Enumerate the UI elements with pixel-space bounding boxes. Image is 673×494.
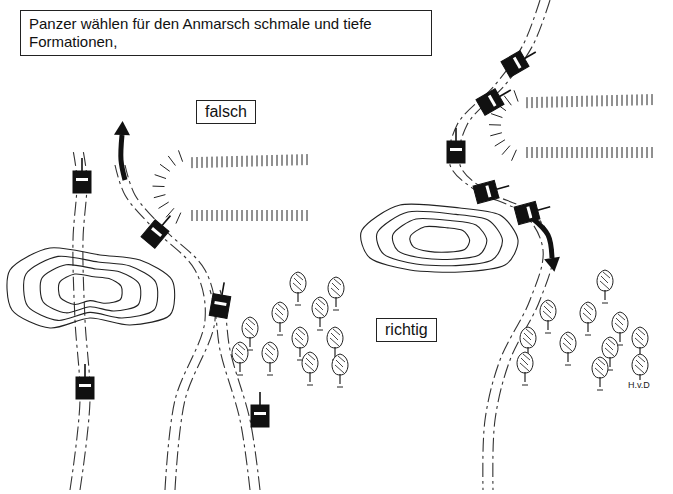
lake: [410, 226, 470, 252]
tank-symbol: [447, 128, 465, 163]
tank-symbol: [501, 44, 540, 77]
tank-symbol: [251, 392, 269, 427]
tank-symbol: [76, 364, 94, 399]
road: [210, 290, 250, 490]
movement-arrow: [532, 218, 560, 272]
hill-ridge: [153, 150, 307, 223]
lake: [58, 274, 122, 305]
tree-symbol: [262, 342, 278, 375]
tank-symbol: [476, 82, 515, 115]
lake: [40, 265, 141, 313]
tree-symbol: [592, 357, 608, 390]
lake: [7, 248, 175, 328]
tree-symbol: [232, 342, 248, 375]
road: [115, 165, 205, 490]
lake: [361, 204, 518, 272]
road: [125, 165, 215, 490]
tank-symbol: [209, 281, 233, 319]
movement-arrow: [114, 121, 130, 180]
lake: [392, 218, 486, 259]
tank-symbol: [473, 177, 511, 203]
tank-symbol: [73, 158, 91, 193]
lake: [377, 211, 503, 266]
tree-symbol: [597, 270, 613, 303]
label-box: falsch: [196, 100, 256, 124]
hill-ridge: [489, 90, 652, 160]
tree-symbol: [560, 332, 576, 365]
tree-symbol: [540, 300, 556, 333]
label-box: richtig: [376, 318, 437, 342]
tree-symbol: [580, 302, 596, 335]
tree-symbol: [312, 297, 328, 330]
box-label: falsch: [205, 103, 247, 121]
tree-symbol: [302, 352, 318, 385]
box-label: richtig: [385, 321, 428, 339]
tree-symbol: [272, 302, 288, 335]
tree-symbol: [332, 354, 348, 387]
diagram-title: Panzer wählen für den Anmarsch schmale u…: [29, 15, 423, 51]
tree-symbol: [290, 272, 306, 305]
signature: H.v.D: [628, 380, 650, 390]
tree-symbol: [517, 352, 533, 385]
tree-symbol: [328, 277, 344, 310]
tank-symbol: [141, 210, 177, 248]
road: [459, 0, 553, 490]
road: [70, 150, 80, 490]
road: [220, 290, 260, 490]
title-box: Panzer wählen für den Anmarsch schmale u…: [20, 10, 432, 56]
lake: [24, 256, 158, 320]
